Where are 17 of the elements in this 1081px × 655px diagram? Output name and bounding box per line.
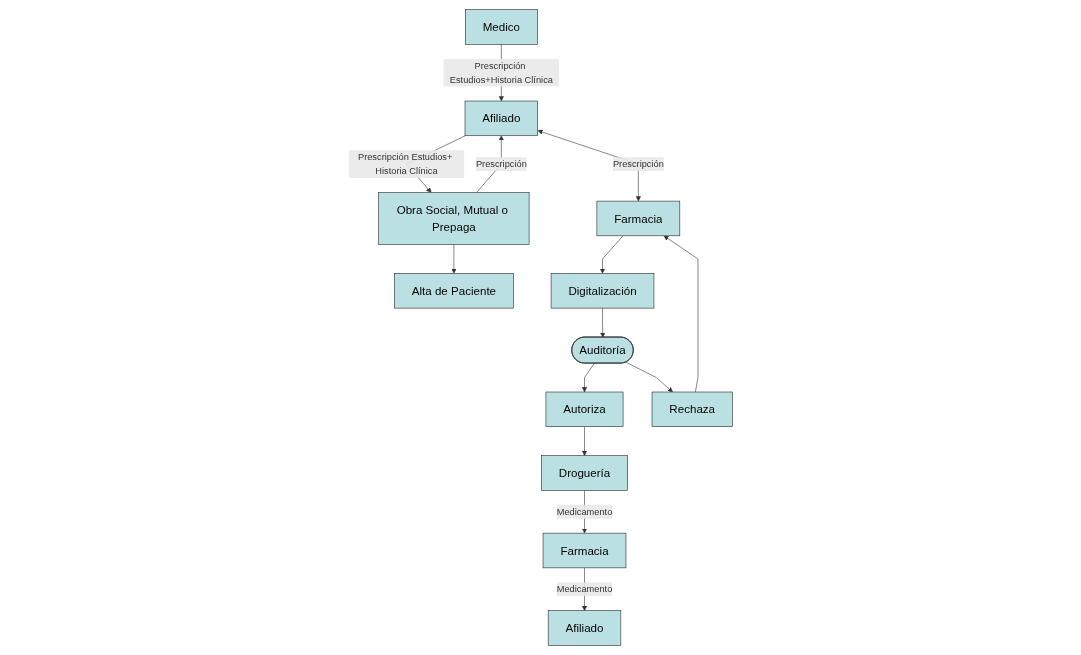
node-box: Droguería [541, 455, 628, 491]
edge-label: Medicamento [556, 506, 613, 517]
node-box: Afiliado [547, 610, 622, 646]
node-box: Afiliado [464, 100, 538, 137]
node-box: Farmacia [596, 200, 681, 237]
node-box: Farmacia [542, 532, 627, 569]
node-box: Obra Social, Mutual o Prepaga [378, 192, 530, 245]
node-box: Rechaza [651, 391, 733, 427]
edge-label: Prescripción [475, 158, 527, 169]
node-box: Digitalización [550, 273, 655, 309]
edge-label: Prescripción [612, 158, 664, 169]
edge-label: Prescripción Estudios+Historia Clínica [449, 60, 553, 85]
node-box: Medico [465, 9, 538, 45]
edge-label: Prescripción Estudios+ Historia Clínica [357, 151, 453, 176]
node-box: Autoriza [545, 391, 624, 427]
edge-label: Medicamento [556, 584, 613, 594]
node-box: Alta de Paciente [394, 273, 514, 309]
